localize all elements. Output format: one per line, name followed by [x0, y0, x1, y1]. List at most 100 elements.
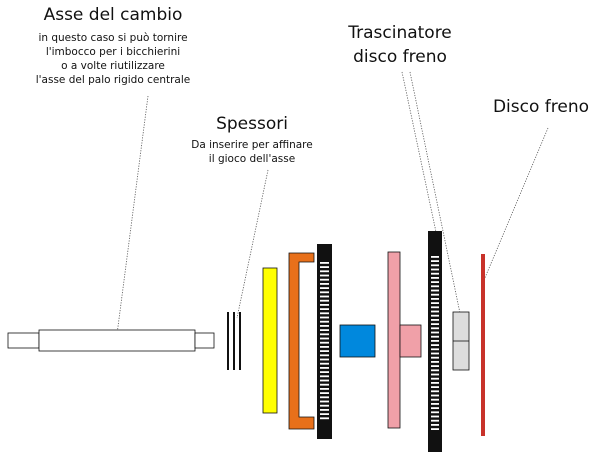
gear-tooth-slit: [320, 287, 329, 289]
gear-tooth-slit: [320, 341, 329, 344]
gear-tooth-slit: [320, 346, 329, 348]
gear-tooth-slit: [320, 329, 329, 331]
gear-tooth-slit: [431, 424, 439, 426]
gear-tooth-slit: [431, 377, 439, 380]
drive-label: Trascinatore disco freno: [347, 23, 452, 67]
brake-disc: [481, 254, 485, 436]
shims-label: Spessori Da inserire per affinare il gio…: [191, 114, 312, 165]
axle: [7, 329, 215, 352]
gear-tooth-slit: [320, 362, 329, 365]
gear-tooth-slit: [431, 361, 439, 363]
disc-leader-line: [483, 127, 549, 281]
gear-tooth-slit: [320, 274, 329, 277]
gear-stack-right: [428, 231, 442, 452]
gear-tooth-slit: [320, 354, 329, 357]
gear-tooth-slit: [320, 371, 329, 373]
drive-leader-line-to-gear: [401, 71, 437, 233]
shim-2: [233, 312, 235, 370]
gear-tooth-slit: [320, 358, 329, 361]
shims-title: Spessori: [216, 114, 288, 134]
gear-tooth-slit: [320, 337, 329, 340]
shims-leader-line: [236, 169, 269, 319]
gear-tooth-slit: [431, 373, 439, 376]
gear-tooth-slit: [431, 323, 439, 325]
gear-tooth-slit: [431, 281, 439, 283]
gear-tooth-slit: [431, 277, 439, 279]
gear-tooth-slit: [431, 415, 439, 418]
gear-tooth-slit: [431, 340, 439, 342]
gear-tooth-slit: [431, 293, 439, 296]
gear-tooth-slit: [320, 278, 329, 281]
shims: [227, 312, 241, 370]
gear-tooth-slit: [320, 383, 329, 386]
gear-tooth-slit: [431, 352, 439, 355]
drive-title-line-2: disco freno: [353, 47, 447, 67]
gear-tooth-slit: [320, 291, 329, 294]
axle-right-end: [194, 332, 215, 349]
gear-tooth-slit: [431, 398, 439, 401]
gear-tooth-slit: [431, 411, 439, 414]
gear-tooth-slit: [431, 407, 439, 409]
gear-tooth-slit: [320, 266, 329, 268]
axle-note-line-1: in questo caso si può tornire: [38, 32, 187, 44]
gear-tooth-slit: [320, 312, 329, 315]
axle-note-line-2: l'imbocco per i bicchierini: [46, 46, 180, 58]
gear-tooth-slit: [320, 404, 329, 407]
gear-tooth-slit: [431, 272, 439, 275]
gear-tooth-slit: [431, 268, 439, 271]
gear-stack-left: [317, 244, 332, 439]
gear-tooth-slit: [320, 299, 329, 302]
axle-left-end: [7, 332, 40, 349]
gear-tooth-slit: [320, 413, 329, 415]
gear-tooth-slit: [320, 308, 329, 310]
gear-tooth-slit: [320, 375, 329, 378]
gear-tooth-slit: [431, 256, 439, 258]
disc-title: Disco freno: [493, 97, 589, 117]
gear-tooth-slit: [431, 348, 439, 351]
gear-tooth-slit: [431, 260, 439, 262]
drive-leader-line-to-block: [409, 71, 462, 319]
gear-tooth-slit: [431, 344, 439, 346]
gear-tooth-slit: [320, 270, 329, 273]
axle-body: [38, 329, 196, 352]
gear-right-teeth: [431, 256, 439, 430]
gear-tooth-slit: [320, 392, 329, 394]
gear-tooth-slit: [431, 419, 439, 422]
gear-tooth-slit: [320, 417, 329, 420]
gear-tooth-slit: [320, 304, 329, 306]
gear-tooth-slit: [320, 295, 329, 298]
gear-tooth-slit: [431, 382, 439, 384]
gear-tooth-slit: [320, 400, 329, 403]
gear-tooth-slit: [431, 390, 439, 393]
gear-tooth-slit: [320, 379, 329, 382]
gear-tooth-slit: [320, 325, 329, 327]
axle-title: Asse del cambio: [44, 5, 183, 25]
gear-tooth-slit: [431, 356, 439, 359]
orange-bracket: [288, 252, 315, 430]
gear-tooth-slit: [431, 394, 439, 397]
gear-tooth-slit: [320, 333, 329, 336]
gear-tooth-slit: [320, 262, 329, 264]
blue-block: [339, 324, 376, 358]
gear-tooth-slit: [431, 302, 439, 304]
gear-tooth-slit: [431, 403, 439, 405]
shim-1: [227, 312, 229, 370]
axle-label: Asse del cambio in questo caso si può to…: [36, 5, 191, 86]
gear-tooth-slit: [320, 283, 329, 285]
gear-tooth-slit: [320, 388, 329, 390]
pink-hub: [387, 251, 422, 429]
gear-tooth-slit: [320, 316, 329, 319]
gear-tooth-slit: [431, 289, 439, 292]
gear-left-teeth: [320, 262, 329, 420]
gear-tooth-slit: [431, 314, 439, 317]
pink-hub-flange: [387, 251, 401, 429]
gear-tooth-slit: [431, 386, 439, 388]
gear-tooth-slit: [431, 298, 439, 300]
axle-note-line-3: o a volte riutilizzare: [61, 60, 165, 72]
gear-tooth-slit: [320, 396, 329, 399]
gear-tooth-slit: [431, 327, 439, 330]
gear-tooth-slit: [431, 319, 439, 321]
shims-note-line-2: il gioco dell'asse: [209, 153, 295, 165]
